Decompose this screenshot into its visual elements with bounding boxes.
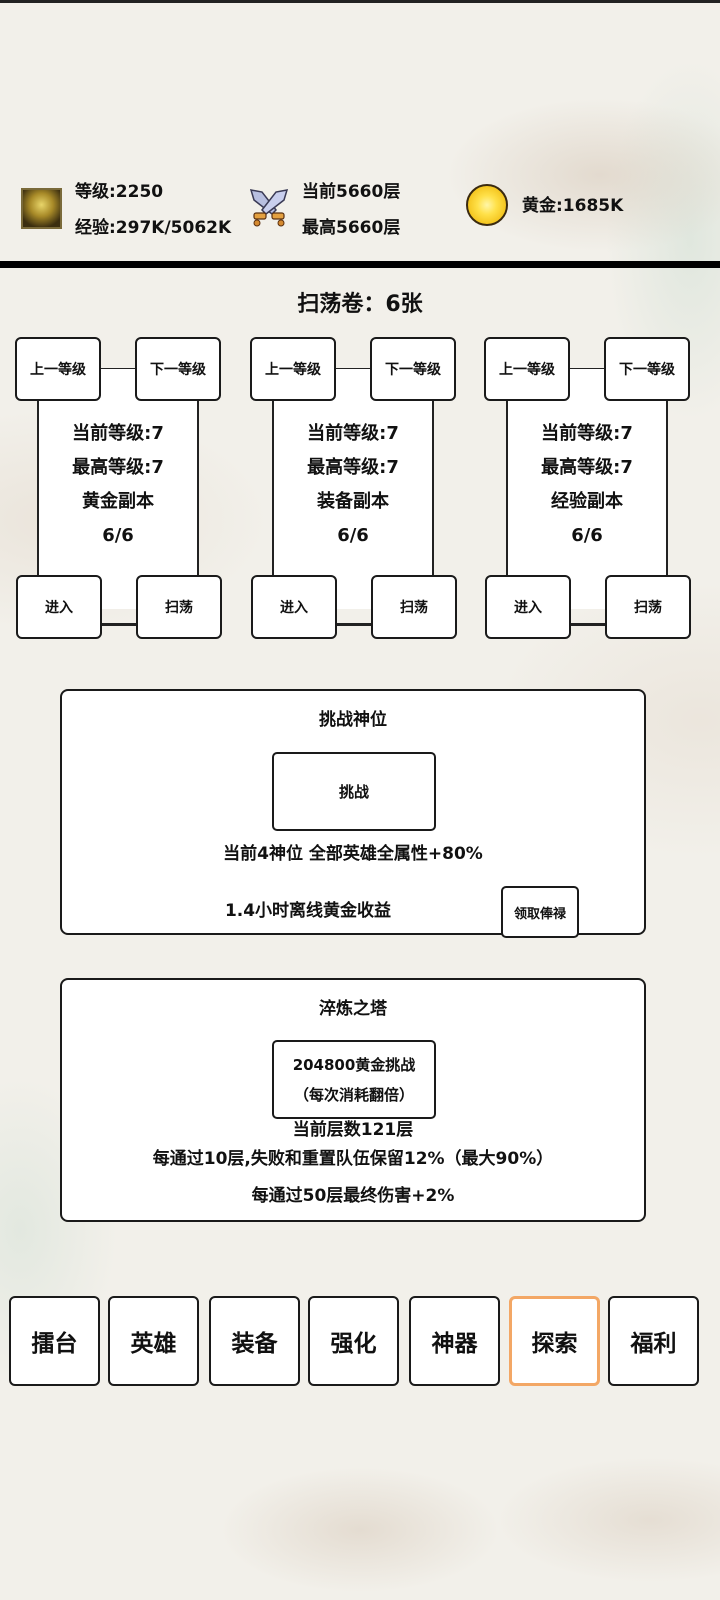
player-level: 等级:2250 (75, 182, 164, 202)
tower-challenge-note: （每次消耗翻倍） (293, 1085, 414, 1104)
nav-enhance[interactable]: 强化 (308, 1296, 399, 1386)
next-level-button[interactable]: 下一等级 (370, 337, 456, 401)
next-level-button[interactable]: 下一等级 (604, 337, 690, 401)
enter-button[interactable]: 进入 (251, 575, 337, 639)
dungeon-info: 当前等级:7 最高等级:7 黄金副本 6/6 (37, 417, 199, 553)
dungeon-card-gold: 上一等级 下一等级 当前等级:7 最高等级:7 黄金副本 6/6 进入 扫荡 (15, 337, 222, 640)
current-level: 当前等级:7 (541, 423, 633, 444)
tower-challenge-button[interactable]: 204800黄金挑战 （每次消耗翻倍） (272, 1040, 436, 1119)
claim-salary-button[interactable]: 领取俸禄 (501, 886, 579, 938)
enter-button[interactable]: 进入 (16, 575, 102, 639)
challenge-label: 挑战 (338, 782, 369, 801)
max-level: 最高等级:7 (541, 457, 633, 478)
gold-coin-icon (466, 184, 508, 226)
prev-level-button[interactable]: 上一等级 (15, 337, 101, 401)
nav-welfare[interactable]: 福利 (608, 1296, 699, 1386)
tower-title: 淬炼之塔 (319, 999, 387, 1019)
connector-line (564, 623, 610, 626)
nav-explore[interactable]: 探索 (509, 1296, 600, 1386)
max-level: 最高等级:7 (307, 457, 399, 478)
status-header: 等级:2250 经验:297K/5062K 当前5660层 最高5660层 黄金… (0, 170, 720, 262)
tower-rule-retain: 每通过10层,失败和重置队伍保留12%（最大90%） (152, 1149, 554, 1169)
dungeon-panel (37, 369, 199, 609)
hero-avatar[interactable] (21, 188, 62, 229)
nav-artifacts[interactable]: 神器 (409, 1296, 500, 1386)
dungeon-info: 当前等级:7 最高等级:7 装备副本 6/6 (272, 417, 434, 553)
prev-level-button[interactable]: 上一等级 (250, 337, 336, 401)
highest-floor: 最高5660层 (302, 218, 401, 238)
god-seat-panel: 挑战神位 挑战 当前4神位 全部英雄全属性+80% 1.4小时离线黄金收益 领取… (60, 689, 646, 938)
current-floor: 当前5660层 (302, 182, 401, 202)
prev-level-button[interactable]: 上一等级 (484, 337, 570, 401)
tempering-tower-panel: 淬炼之塔 204800黄金挑战 （每次消耗翻倍） 当前层数121层 每通过10层… (60, 978, 646, 1222)
attempts-count: 6/6 (102, 525, 134, 546)
dungeon-name: 经验副本 (551, 491, 623, 512)
sweep-button[interactable]: 扫荡 (605, 575, 691, 639)
max-level: 最高等级:7 (72, 457, 164, 478)
bottom-nav: 擂台 英雄 装备 强化 神器 探索 福利 (0, 1296, 720, 1386)
attempts-count: 6/6 (571, 525, 603, 546)
tower-challenge-cost: 204800黄金挑战 (292, 1055, 416, 1074)
enter-button[interactable]: 进入 (485, 575, 571, 639)
dungeon-panel (506, 369, 668, 609)
connector-line (330, 623, 376, 626)
nav-arena[interactable]: 擂台 (9, 1296, 100, 1386)
god-seat-status: 当前4神位 全部英雄全属性+80% (223, 844, 483, 864)
current-level: 当前等级:7 (307, 423, 399, 444)
sweep-tickets-count: 扫荡卷：6张 (297, 292, 423, 317)
offline-income: 1.4小时离线黄金收益 (224, 901, 392, 921)
sweep-button[interactable]: 扫荡 (136, 575, 222, 639)
dungeon-card-equipment: 上一等级 下一等级 当前等级:7 最高等级:7 装备副本 6/6 进入 扫荡 (250, 337, 457, 640)
crossed-swords-icon (249, 189, 289, 227)
header-divider (0, 261, 720, 268)
challenge-god-seat-button[interactable]: 挑战 (272, 752, 436, 831)
connector-line (95, 623, 141, 626)
dungeon-name: 装备副本 (317, 491, 389, 512)
current-level: 当前等级:7 (72, 423, 164, 444)
tower-current-floor: 当前层数121层 (292, 1120, 414, 1140)
sweep-button[interactable]: 扫荡 (371, 575, 457, 639)
nav-heroes[interactable]: 英雄 (108, 1296, 199, 1386)
next-level-button[interactable]: 下一等级 (135, 337, 221, 401)
tower-rule-damage: 每通过50层最终伤害+2% (251, 1186, 455, 1206)
god-seat-title: 挑战神位 (319, 710, 387, 730)
gold-amount: 黄金:1685K (522, 196, 624, 216)
nav-equipment[interactable]: 装备 (209, 1296, 300, 1386)
dungeon-name: 黄金副本 (82, 491, 154, 512)
player-exp: 经验:297K/5062K (75, 218, 232, 238)
top-border (0, 0, 720, 3)
dungeon-card-exp: 上一等级 下一等级 当前等级:7 最高等级:7 经验副本 6/6 进入 扫荡 (484, 337, 691, 640)
attempts-count: 6/6 (337, 525, 369, 546)
dungeon-info: 当前等级:7 最高等级:7 经验副本 6/6 (506, 417, 668, 553)
dungeon-panel (272, 369, 434, 609)
